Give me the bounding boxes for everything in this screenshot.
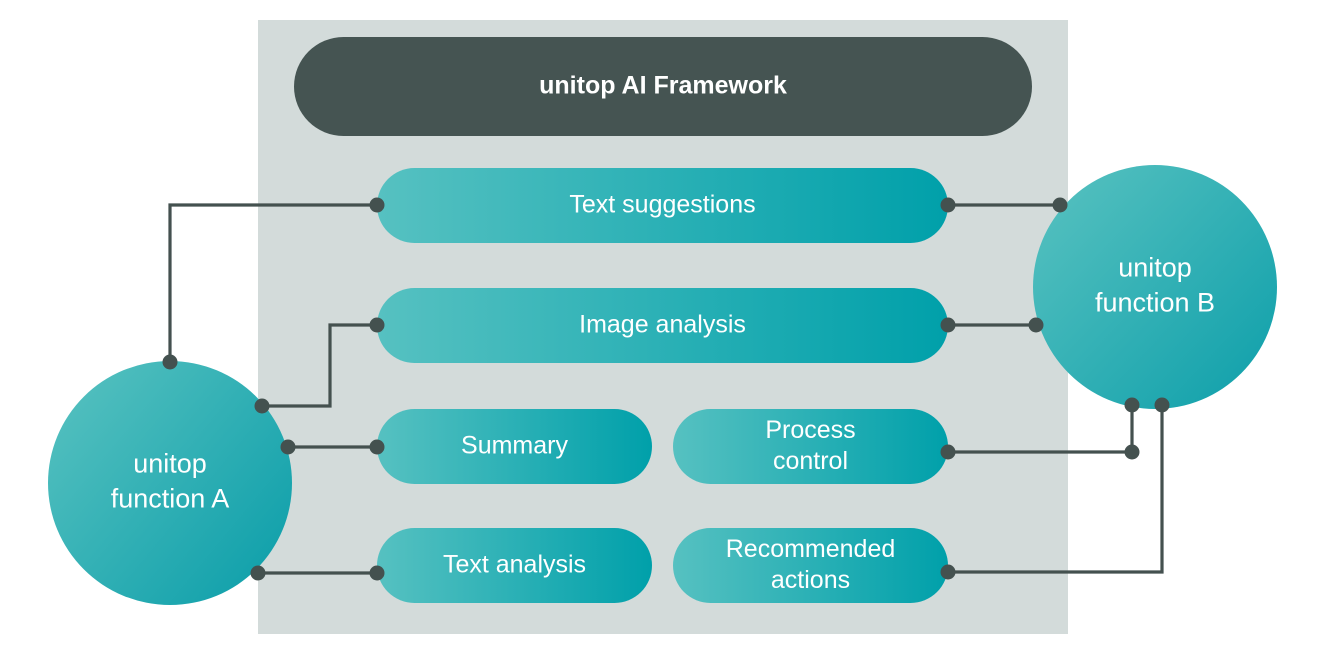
connector-dot-a-to-text-suggestions-1 [369, 197, 385, 213]
connector-recommended-actions-to-b [948, 405, 1164, 574]
pill-label-text-analysis: Text analysis [443, 550, 586, 578]
connector-dot-a-to-text-analysis-1 [369, 565, 385, 581]
connector-dot-a-to-summary-1 [369, 439, 385, 455]
connector-dot-process-control-to-b-0 [940, 444, 956, 460]
header-pill[interactable]: unitop AI Framework [294, 37, 1032, 136]
connector-dot-a-to-summary-0 [280, 439, 296, 455]
connector-dot-a-to-text-suggestions-0 [162, 354, 178, 370]
pill-text-analysis[interactable]: Text analysis [377, 528, 652, 603]
connector-dot-a-to-image-analysis-1 [369, 317, 385, 333]
connector-dot-process-control-to-b-2 [1124, 397, 1140, 413]
connector-a-to-image-analysis [262, 323, 377, 408]
connector-dot-recommended-actions-to-b-1 [1154, 397, 1170, 413]
pill-label-summary: Summary [461, 431, 568, 459]
pill-text-suggestions[interactable]: Text suggestions [377, 168, 948, 243]
pill-label-image-analysis: Image analysis [579, 310, 746, 338]
connector-dot-image-analysis-to-b-0 [940, 317, 956, 333]
connector-dot-image-analysis-to-b-1 [1028, 317, 1044, 333]
header-pill-label: unitop AI Framework [539, 71, 787, 99]
pill-label-text-suggestions: Text suggestions [569, 190, 755, 218]
connector-dot-recommended-actions-to-b-0 [940, 564, 956, 580]
connector-dot-text-suggestions-to-b-0 [940, 197, 956, 213]
connector-dot-process-control-to-b-1 [1124, 444, 1140, 460]
connector-dot-a-to-image-analysis-0 [254, 398, 270, 414]
pill-summary[interactable]: Summary [377, 409, 652, 484]
pill-image-analysis[interactable]: Image analysis [377, 288, 948, 363]
connector-dot-text-suggestions-to-b-1 [1052, 197, 1068, 213]
connector-dot-a-to-text-analysis-0 [250, 565, 266, 581]
connector-a-to-text-suggestions [168, 203, 377, 362]
